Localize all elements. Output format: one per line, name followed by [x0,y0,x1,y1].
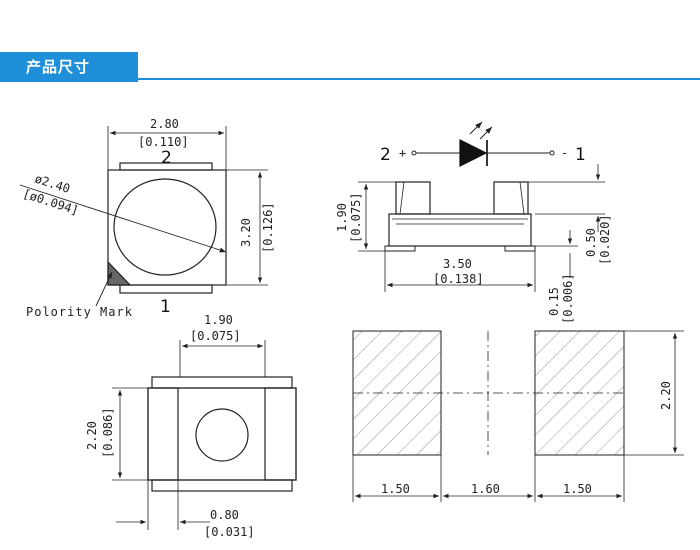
bottom-rim-top [151,376,293,389]
footprint-gap-label: 1.60 [471,482,500,496]
top-view [19,126,268,307]
symbol-minus: - [561,146,568,160]
header-underline [138,78,700,80]
bottom-rim-bottom [151,479,293,492]
side-lead-left [384,245,416,252]
top-width-in: [0.110] [138,135,189,149]
top-body [107,169,227,286]
side-lead-right [504,245,536,252]
side-length-in: [0.138] [433,272,484,286]
bottom-center-circle [195,408,249,462]
footprint-view [352,330,684,502]
side-view [358,121,605,292]
side-body [388,213,532,247]
side-lead-mm: 0.50 [584,228,598,257]
bottom-pad-width-mm: 0.80 [210,508,239,522]
pin-2-label: 2 [161,148,172,168]
side-standoff-in: [0.006] [561,273,575,324]
section-header: 产品尺寸 [0,52,700,82]
top-height-in: [0.126] [261,202,275,253]
top-height-mm: 3.20 [239,218,253,247]
section-title: 产品尺寸 [0,52,138,82]
side-standoff-mm: 0.15 [547,287,561,316]
bottom-view [112,340,297,530]
footprint-pad-right-label: 1.50 [563,482,592,496]
pin-1-label: 1 [160,297,171,317]
bottom-pad-right [264,387,297,481]
diode-symbol-icon [459,139,488,167]
top-lens [113,178,217,276]
side-height-in: [0.075] [349,192,363,243]
top-width-mm: 2.80 [150,117,179,131]
top-pad-upper [119,162,213,171]
polarity-mark-label: Polority Mark [26,305,133,319]
bottom-pad-width-in: [0.031] [204,525,255,539]
dim-line-diameter [19,184,227,253]
bottom-body [147,387,297,481]
side-lead-in: [0.020] [598,214,612,265]
polarity-leader [95,271,113,307]
side-lens-right [493,181,529,215]
symbol-plus: + [399,146,406,160]
symbol-pin-2: 2 [380,145,391,165]
top-diameter-in: [ø0.094] [21,187,80,218]
bottom-pad-span-mm: 1.90 [204,313,233,327]
footprint-pad-left-label: 1.50 [381,482,410,496]
side-height-mm: 1.90 [335,203,349,232]
top-pad-lower [119,284,213,294]
bottom-pad-left [147,387,179,481]
emission-arrow-icon [469,121,483,135]
side-lens-left [395,181,431,215]
bottom-pad-span-in: [0.075] [190,329,241,343]
footprint-height-label: 2.20 [659,381,673,410]
bottom-height-in: [0.086] [101,407,115,458]
emission-arrow-icon-2 [479,126,493,140]
side-length-mm: 3.50 [443,257,472,271]
bottom-height-mm: 2.20 [85,421,99,450]
symbol-pin-1: 1 [575,145,586,165]
